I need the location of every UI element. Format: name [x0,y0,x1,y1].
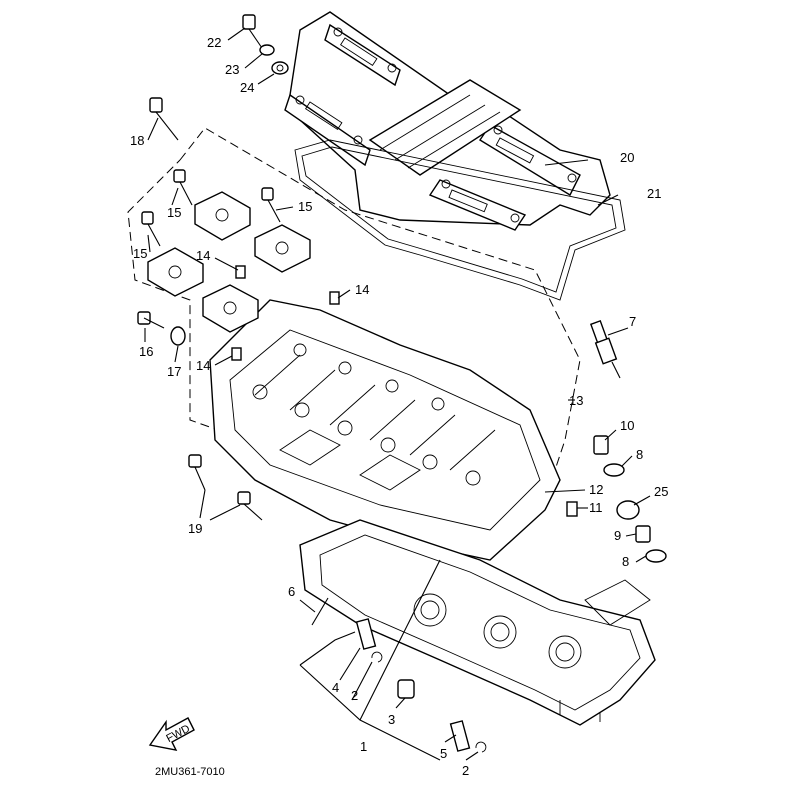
callout-8a: 8 [636,447,643,462]
callout-10: 10 [620,418,634,433]
callout-18: 18 [130,133,144,148]
reference-code: 2MU361-7010 [155,766,225,778]
cylinder-head-cover [284,11,611,231]
camshaft-cap-group-boundary [127,127,581,471]
callout-20: 20 [620,150,634,165]
callout-14c: 14 [196,358,210,373]
camshaft-caps [147,191,311,333]
callout-2b: 2 [462,763,469,778]
callout-22: 22 [207,35,221,50]
cover-gasket [294,139,626,301]
leader-lines [144,27,651,761]
forward-arrow: FWD [148,717,195,751]
callout-6: 6 [288,584,295,599]
callout-15a: 15 [167,205,181,220]
callout-13: 13 [569,393,583,408]
callout-24: 24 [240,80,254,95]
callout-15c: 15 [133,246,147,261]
callout-21: 21 [647,186,661,201]
callout-16: 16 [139,344,153,359]
callout-25: 25 [654,484,668,499]
callout-1: 1 [360,739,367,754]
cylinder-head [209,299,561,561]
callout-labels: 22 23 24 18 20 21 15 15 15 14 14 14 16 1… [130,35,668,778]
callout-9: 9 [614,528,621,543]
callout-2a: 2 [351,688,358,703]
callout-23: 23 [225,62,239,77]
callout-17: 17 [167,364,181,379]
callout-19: 19 [188,521,202,536]
callout-8b: 8 [622,554,629,569]
callout-7: 7 [629,314,636,329]
callout-12: 12 [589,482,603,497]
callout-3: 3 [388,712,395,727]
fwd-label: FWD [164,723,192,745]
callout-5: 5 [440,746,447,761]
callout-14b: 14 [355,282,369,297]
callout-4: 4 [332,680,339,695]
callout-11: 11 [589,500,603,515]
callout-15b: 15 [298,199,312,214]
fasteners [137,14,667,753]
callout-14a: 14 [196,248,210,263]
